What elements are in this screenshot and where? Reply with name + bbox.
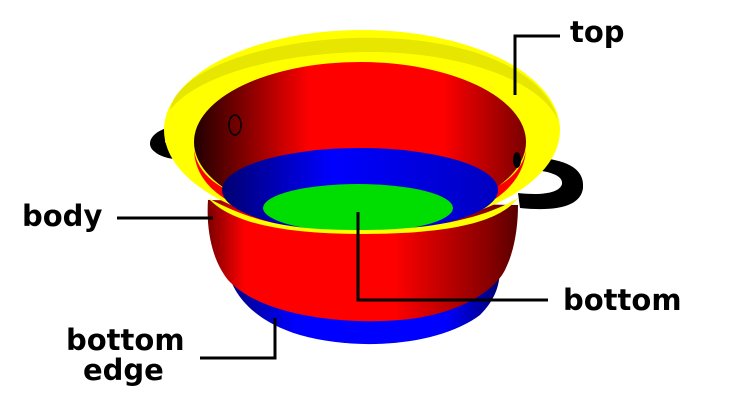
label-top: top xyxy=(570,15,625,49)
body-outer xyxy=(207,200,518,322)
leader-lines xyxy=(117,34,560,360)
right-handle xyxy=(518,158,584,210)
label-bottom-edge-line2: edge xyxy=(83,353,164,388)
pot-bottom xyxy=(263,184,453,232)
leader-bottom-edge xyxy=(200,318,277,360)
rim-hole-left xyxy=(228,114,242,136)
leader-top xyxy=(513,34,560,95)
leader-bottom xyxy=(356,212,548,302)
label-bottom-edge-line1: bottom xyxy=(66,323,185,357)
rim-front-lip xyxy=(208,198,518,234)
rim-hole-right xyxy=(513,152,521,168)
rim-shadow xyxy=(170,37,558,120)
label-bottom: bottom xyxy=(563,283,682,317)
label-bottom-edge: bottom edge xyxy=(66,325,185,386)
label-body: body xyxy=(22,199,103,233)
